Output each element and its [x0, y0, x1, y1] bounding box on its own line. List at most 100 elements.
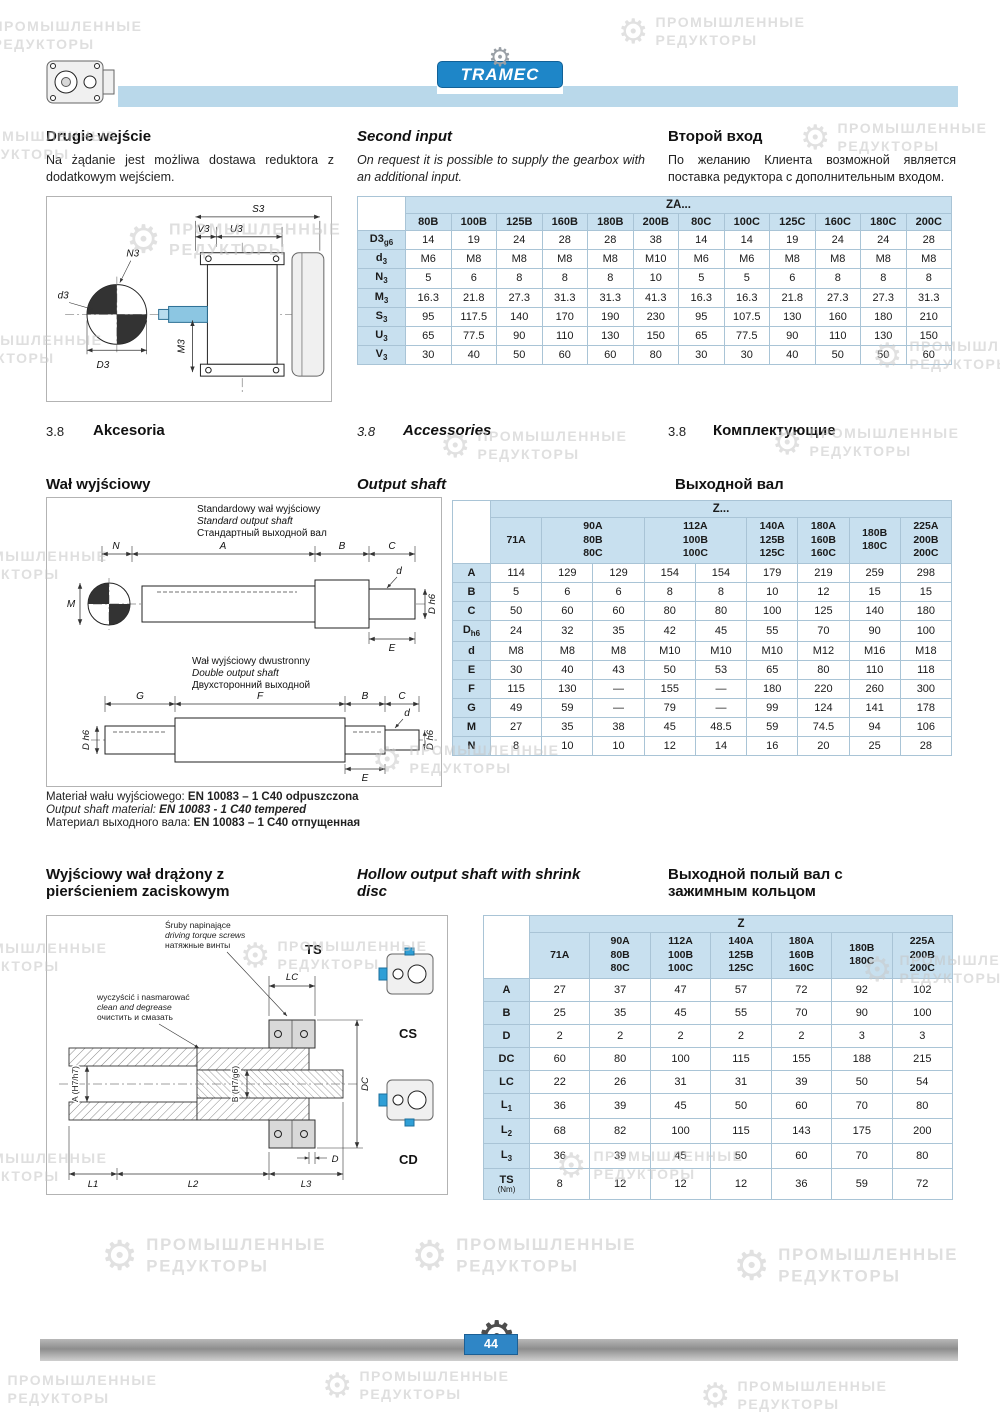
table-cell: 48.5 — [694, 717, 748, 738]
material-value-en: EN 10083 - 1 C40 tempered — [159, 804, 307, 816]
table-cell: — — [694, 679, 748, 700]
l2-label: L2 — [188, 1179, 199, 1190]
accessories-heading-ru: Комплектующие — [713, 422, 836, 439]
table-title-row: Z — [483, 915, 953, 979]
dim-label-s3: S3 — [252, 204, 265, 215]
table-cell: 65 — [746, 660, 799, 681]
screws-note-ru: натяжные винты — [165, 940, 230, 950]
table-cell: 143 — [770, 1118, 833, 1145]
table-cell: 141 — [848, 698, 901, 719]
row-header: D — [483, 1023, 530, 1048]
table-cell: 60 — [587, 345, 634, 366]
dc-label: DC — [360, 1077, 371, 1091]
table-cell: 155 — [770, 1046, 833, 1071]
table-cell: 12 — [710, 1168, 772, 1201]
table-cell: M8 — [587, 249, 634, 270]
table-cell: 28 — [541, 229, 588, 251]
table-cell: 38 — [632, 229, 679, 251]
table-cell: 219 — [797, 562, 850, 583]
table-cell: M8 — [541, 249, 588, 270]
table-cell: 25 — [848, 736, 901, 757]
row-header: F — [452, 679, 491, 700]
dim-label-d2: d — [404, 708, 410, 719]
table-cell: 5 — [489, 581, 543, 602]
table-cell: 6 — [769, 268, 816, 289]
table-cell: M18 — [899, 641, 953, 662]
dim-label-dh6-right: D h6 — [425, 729, 436, 750]
shrink-disc — [268, 1019, 316, 1149]
table-cell: 99 — [746, 698, 799, 719]
table-cell: 200 — [891, 1118, 954, 1145]
table-cell: 24 — [489, 619, 543, 643]
gear-watermark-icon: ⚙ — [700, 1376, 731, 1414]
table-cell: 35 — [589, 1000, 651, 1025]
table-cell: 16.3 — [723, 287, 770, 308]
table-cell: 28 — [905, 229, 952, 251]
table-cell: 19 — [450, 229, 497, 251]
length-dimensions: L1 L2 L3 — [68, 1102, 344, 1190]
row-header: B — [452, 581, 491, 602]
table-cell: 178 — [899, 698, 953, 719]
second-input-drawing: S3 V3 U3 N3 d3 D3 M3 — [58, 204, 325, 393]
cd-label: CD — [399, 1152, 418, 1167]
table-cell: 140 — [496, 306, 543, 327]
hollow-shaft-heading-pl: Wyjściowy wał drążony z pierścieniem zac… — [46, 866, 230, 900]
table-cell: 39 — [589, 1092, 651, 1120]
table-cell: 160 — [814, 306, 861, 327]
table-corner — [452, 500, 491, 564]
row-header: L2 — [483, 1118, 530, 1145]
table-cell: 24 — [496, 229, 543, 251]
table-cell: 28 — [587, 229, 634, 251]
material-label-en: Output shaft material: — [46, 804, 156, 816]
table-cell: 30 — [405, 345, 452, 366]
dim-label-c: C — [388, 541, 396, 552]
table-cell: 12 — [589, 1168, 651, 1201]
table-cell: 30 — [723, 345, 770, 366]
table-cell: 3 — [831, 1023, 893, 1048]
table-cell: 125 — [797, 600, 850, 621]
table-cell: 6 — [541, 581, 594, 602]
l1-label: L1 — [88, 1179, 99, 1190]
row-header: S3 — [357, 306, 406, 327]
column-header: 125C — [769, 213, 816, 231]
table-cell: 80 — [694, 600, 748, 621]
table-cell: 14 — [405, 229, 452, 251]
table-cell: 39 — [589, 1143, 651, 1170]
table-cell: 106 — [899, 717, 953, 738]
table-cell: 54 — [891, 1069, 954, 1094]
accessories-heading-pl: Akcesoria — [93, 422, 165, 439]
table-cell: 300 — [899, 679, 953, 700]
material-note-en: Output shaft material: EN 10083 - 1 C40 … — [46, 803, 306, 819]
table-cell: 10 — [632, 268, 679, 289]
dim-label-n3: N3 — [126, 249, 139, 260]
dim-label-d: d — [396, 566, 402, 577]
table-cell: 115 — [489, 679, 543, 700]
dim-label-u3: U3 — [230, 224, 243, 235]
table-cell: — — [694, 698, 748, 719]
table-cell: 90 — [769, 325, 816, 347]
table-cell: 31 — [710, 1069, 772, 1094]
table-cell: 50 — [710, 1143, 772, 1170]
column-header: 100C — [723, 213, 770, 231]
row-header: N — [452, 736, 491, 757]
table-cell: 16.3 — [405, 287, 452, 308]
table-cell: 8 — [860, 268, 907, 289]
table-cell: 70 — [831, 1092, 893, 1120]
table-cell: 25 — [528, 1000, 591, 1025]
gearbox-side-view — [291, 252, 325, 377]
table-cell: 24 — [814, 229, 861, 251]
table-cell: 68 — [528, 1118, 591, 1145]
gear-watermark-icon: ⚙ — [733, 1242, 770, 1289]
